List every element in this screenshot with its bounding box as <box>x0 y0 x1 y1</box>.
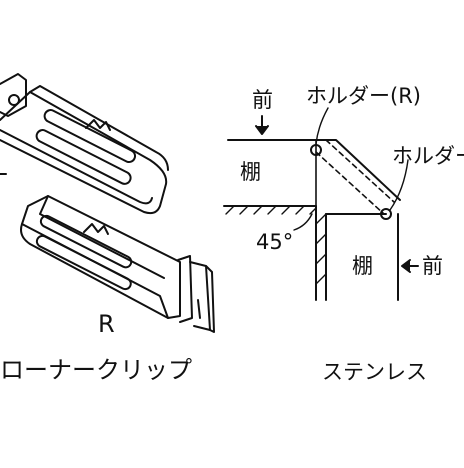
holder-r-label: ホルダー(R) <box>306 84 421 108</box>
holder-label: ホルダー <box>392 144 464 168</box>
shelf-label-left: 棚 <box>240 160 261 184</box>
material-caption: ステンレス <box>322 360 427 384</box>
corner-clip-L-drawing <box>0 73 169 215</box>
product-caption: ローナークリップ <box>0 356 192 384</box>
front-label-right: 前 <box>422 254 443 278</box>
corner-clip-R-drawing <box>20 195 215 333</box>
part-label-R: R <box>98 310 115 338</box>
shelf-label-right: 棚 <box>352 254 373 278</box>
front-label-top: 前 <box>252 88 273 112</box>
installation-diagram <box>223 107 419 301</box>
angle-label: 45° <box>256 230 294 254</box>
